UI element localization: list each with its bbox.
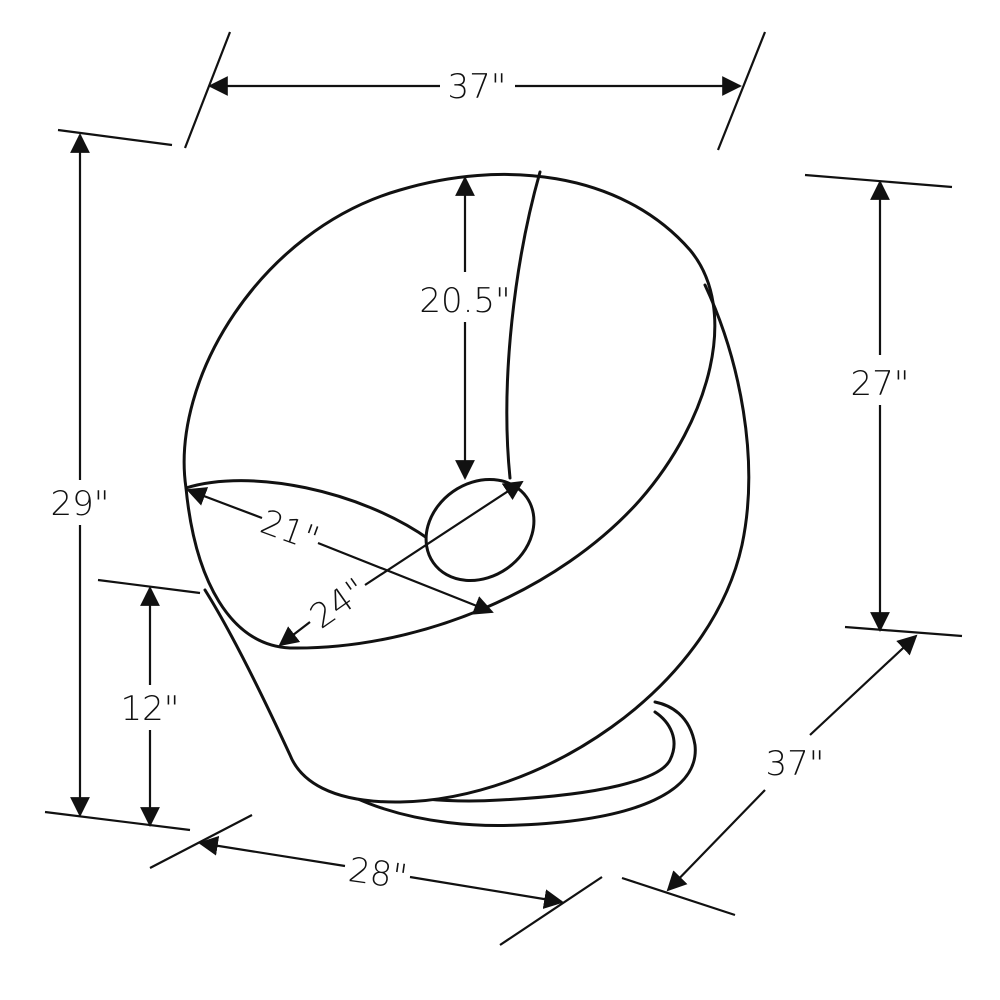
pillow bbox=[424, 477, 536, 583]
label-inner-back-height: 20.5" bbox=[419, 281, 510, 321]
label-seat-height: 12" bbox=[121, 689, 180, 729]
label-back-height: 27" bbox=[851, 364, 910, 404]
dimension-lines bbox=[70, 76, 918, 909]
label-total-height: 29" bbox=[51, 484, 110, 524]
seat-cushion bbox=[184, 479, 432, 542]
label-base-width: 28" bbox=[346, 850, 410, 898]
back-cushion bbox=[505, 170, 542, 480]
extension-lines bbox=[44, 31, 963, 946]
chair-opening bbox=[182, 172, 717, 650]
label-top-width: 37" bbox=[448, 67, 507, 107]
label-depth: 37" bbox=[766, 744, 825, 784]
